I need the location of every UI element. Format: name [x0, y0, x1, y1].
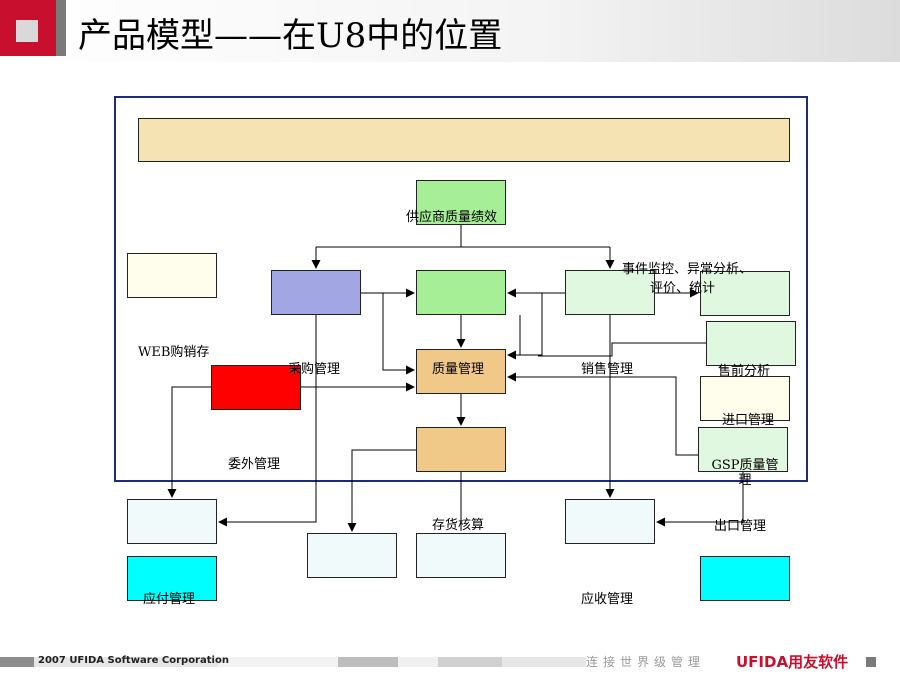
cyan-box-right — [700, 556, 790, 601]
stock-light-box-1 — [307, 533, 397, 578]
stock-label: 存货核算 — [432, 518, 485, 533]
gsp-label: GSP质量管理 — [711, 458, 779, 488]
evaluation-label: 评价、统计 — [650, 281, 716, 296]
quality-inspection-box — [416, 270, 506, 315]
presale-box — [706, 321, 796, 366]
banner-box — [138, 118, 790, 162]
quality-mgmt-label: 质量管理 — [432, 362, 485, 377]
quality-mgmt-box — [416, 349, 506, 394]
title-bar — [0, 0, 900, 62]
event-monitor-label: 事件监控、异常分析、 — [622, 262, 753, 277]
event-monitor-box — [700, 271, 790, 316]
receivable-label: 应收管理 — [581, 592, 634, 607]
cyan-box-left — [127, 556, 217, 601]
red-box — [211, 365, 301, 410]
stock-light-box-2 — [416, 533, 506, 578]
receivable-box-light — [565, 499, 655, 544]
import-box — [700, 376, 790, 421]
brand-logo-text: UFIDA用友软件 — [736, 653, 849, 671]
gsp-box — [698, 427, 788, 472]
slogan-text: 连接世界级管理 — [586, 655, 706, 669]
import-label: 进口管理 — [722, 413, 775, 428]
outsource-label: 委外管理 — [228, 457, 281, 472]
presale-label: 售前分析 — [718, 364, 771, 379]
payable-box-light — [127, 499, 217, 544]
payable-label: 应付管理 — [143, 592, 196, 607]
cream-box-left — [127, 253, 217, 298]
logo-divider — [56, 0, 66, 56]
supplier-quality-box — [416, 180, 506, 225]
logo-inner-square-icon — [16, 20, 38, 42]
slide-title: 产品模型——在U8中的位置 — [78, 16, 503, 56]
stock-box — [416, 427, 506, 472]
copyright-text: 2007 UFIDA Software Corporation — [38, 655, 229, 666]
purchase-label: 采购管理 — [288, 362, 341, 377]
export-label: 出口管理 — [714, 519, 767, 534]
supplier-quality-label: 供应商质量绩效 — [406, 210, 498, 225]
sales-box — [565, 270, 655, 315]
web-label: WEB购销存 — [138, 345, 210, 360]
sales-label: 销售管理 — [581, 362, 634, 377]
purchase-box — [271, 270, 361, 315]
